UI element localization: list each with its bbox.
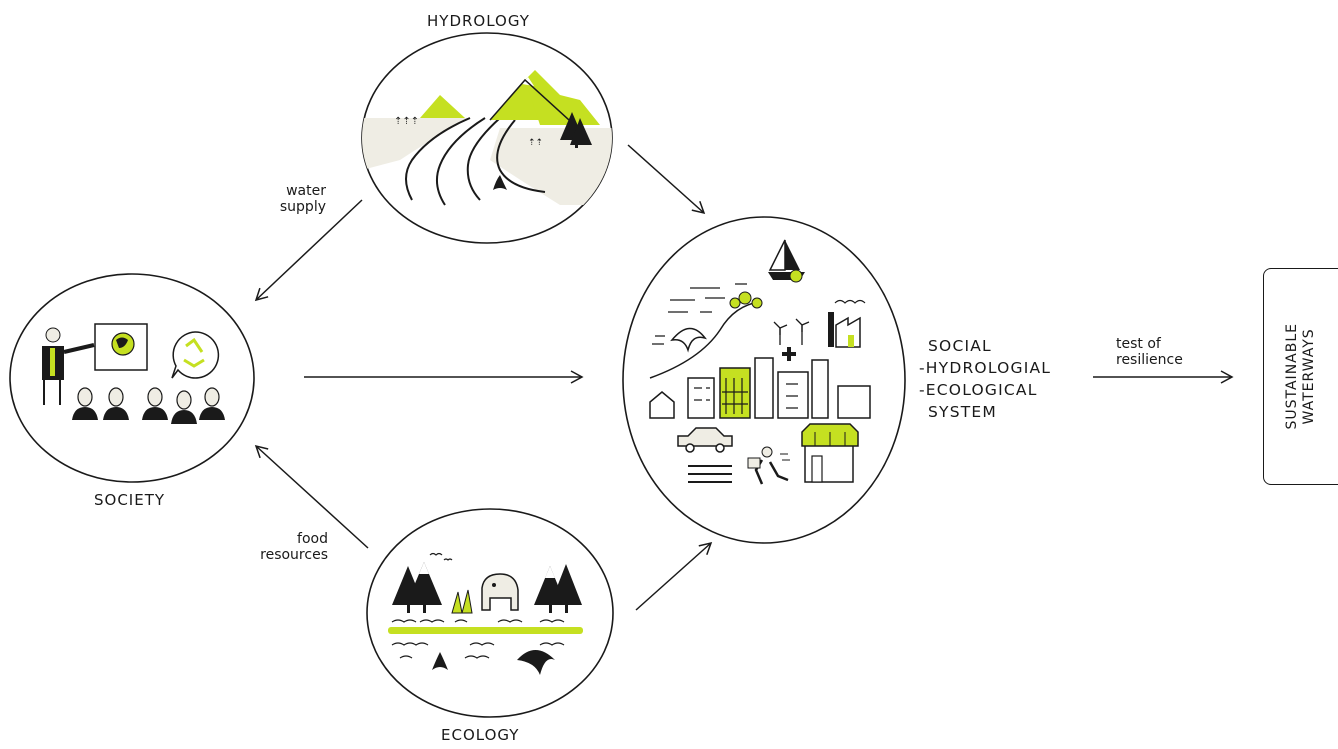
water-supply-label: water supply	[250, 183, 326, 215]
water-supply-line-2: supply	[279, 199, 326, 215]
hydrology-node: ⇡⇡⇡ ⇡⇡	[361, 32, 613, 244]
outcome-box	[1263, 268, 1338, 485]
food-resources-line-1: food	[297, 531, 328, 547]
outcome-line-2: WATERWAYS	[1300, 328, 1317, 425]
water-supply-line-1: water	[286, 183, 326, 199]
system-label: SOCIAL -HYDROLOGIAL -ECOLOGICAL SYSTEM	[919, 335, 1051, 423]
arrow-ecology-to-system	[635, 541, 713, 611]
city-icon	[649, 239, 871, 485]
food-resources-label: food resources	[230, 531, 328, 563]
arrow-ecology-to-society	[254, 444, 369, 549]
system-line-2: -HYDROLOGIAL	[919, 359, 1052, 377]
ecology-node	[366, 508, 614, 718]
outcome-label: SUSTAINABLE WATERWAYS	[1263, 268, 1338, 485]
system-line-1: SOCIAL	[928, 337, 992, 355]
ecology-nature-icon	[388, 552, 583, 675]
arrow-hydrology-to-society	[254, 199, 363, 302]
resilience-label: test of resilience	[1116, 336, 1183, 368]
system-line-4: SYSTEM	[928, 403, 997, 421]
food-resources-line-2: resources	[260, 547, 328, 563]
hydrology-landscape-icon: ⇡⇡⇡ ⇡⇡	[362, 70, 612, 206]
hydrology-label: HYDROLOGY	[427, 12, 530, 30]
resilience-line-1: test of	[1116, 336, 1161, 352]
outcome-line-1: SUSTAINABLE	[1283, 323, 1300, 430]
system-node	[622, 216, 906, 544]
system-line-3: -ECOLOGICAL	[919, 381, 1038, 399]
society-node	[9, 273, 255, 483]
ecology-label: ECOLOGY	[441, 726, 520, 744]
society-presentation-icon	[42, 323, 225, 424]
resilience-line-2: resilience	[1116, 352, 1183, 368]
svg-text:⇡⇡⇡: ⇡⇡⇡	[394, 116, 419, 127]
society-label: SOCIETY	[94, 491, 166, 509]
arrow-hydrology-to-system	[627, 144, 706, 215]
flow-arrows	[254, 144, 1234, 611]
svg-text:⇡⇡: ⇡⇡	[528, 138, 543, 148]
